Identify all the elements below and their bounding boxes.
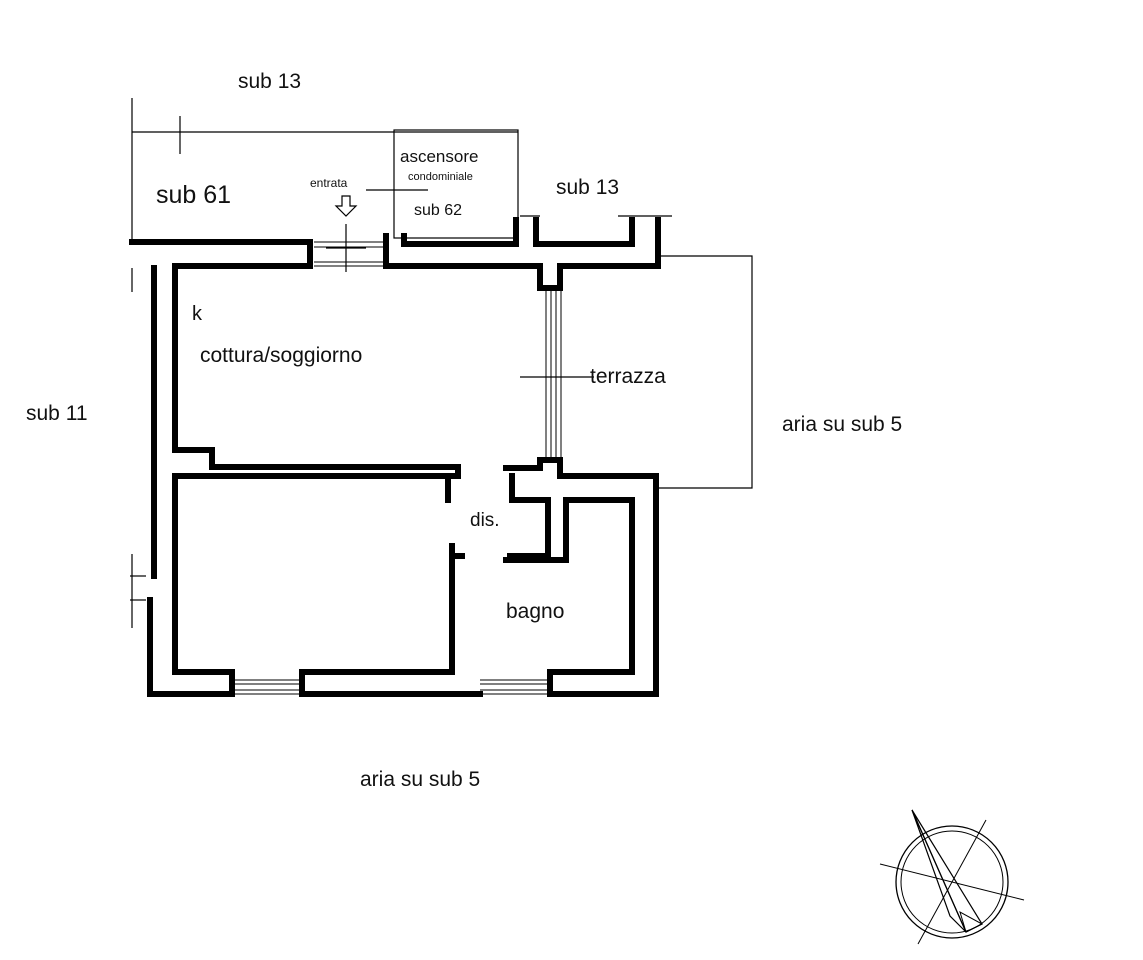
label-bagno: bagno — [506, 600, 564, 623]
label-sub11: sub 11 — [26, 402, 88, 425]
bottom-windows — [232, 679, 550, 695]
label-ascensore: ascensore — [400, 147, 478, 166]
label-dis: dis. — [470, 510, 500, 531]
label-entrata: entrata — [310, 176, 348, 190]
entrance-opening — [314, 224, 386, 272]
context-lines — [130, 98, 753, 628]
label-sub13-right: sub 13 — [556, 176, 619, 199]
label-condominiale: condominiale — [408, 171, 473, 183]
label-sub62: sub 62 — [414, 202, 462, 219]
compass-north-icon — [879, 809, 1025, 945]
label-cottura: cottura/soggiorno — [200, 344, 362, 367]
label-k: k — [192, 303, 203, 325]
label-terrazza: terrazza — [590, 365, 666, 388]
terrace-window — [545, 290, 562, 458]
label-sub61: sub 61 — [156, 181, 231, 209]
label-aria-right: aria su sub 5 — [782, 413, 902, 436]
label-aria-bottom: aria su sub 5 — [360, 768, 480, 791]
label-sub13-top: sub 13 — [238, 70, 301, 93]
entrance-arrow-icon — [334, 195, 358, 217]
walls — [129, 217, 661, 697]
